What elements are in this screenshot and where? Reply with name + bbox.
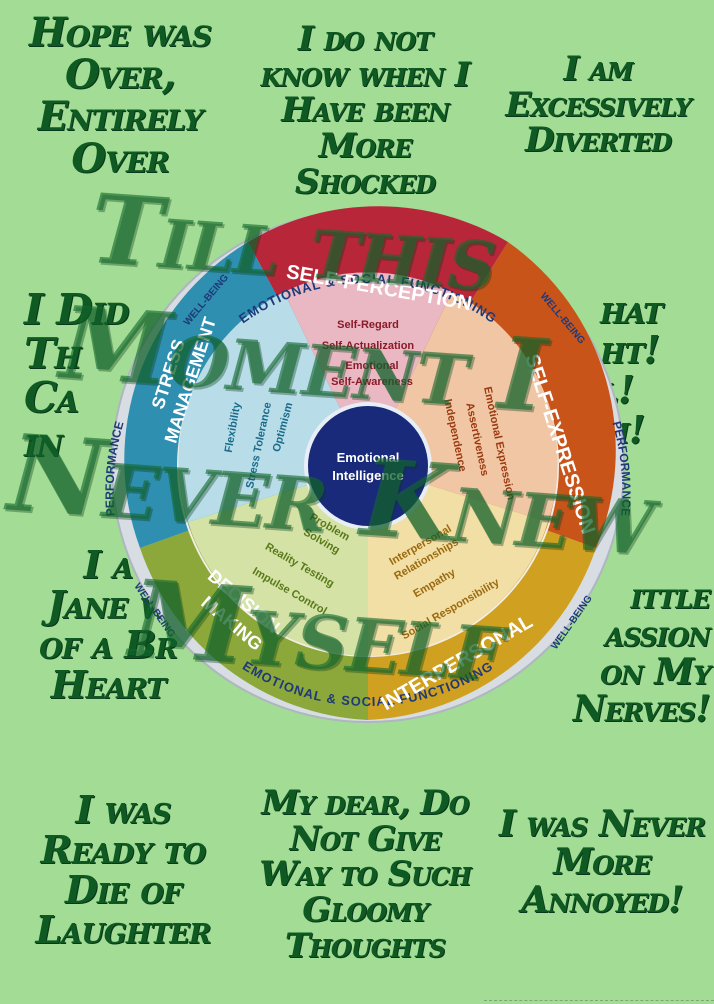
center-label-line2: Intelligence [332, 468, 404, 483]
subscale-self-actualization: Self-Actualization [322, 340, 415, 352]
center-label-line1: Emotional [337, 450, 400, 465]
subscale-emotional: Emotional [345, 360, 398, 372]
ei-wheel-diagram: Emotional Intelligence EMOTIONAL & SOCIA… [103, 206, 633, 723]
center-circle [304, 402, 432, 530]
bottom-dashed-line [484, 1000, 714, 1001]
subscale-self-awareness: Self-Awareness [331, 376, 413, 388]
subscale-self-regard: Self-Regard [337, 319, 399, 331]
overlay-line-4: Myself [126, 555, 507, 706]
